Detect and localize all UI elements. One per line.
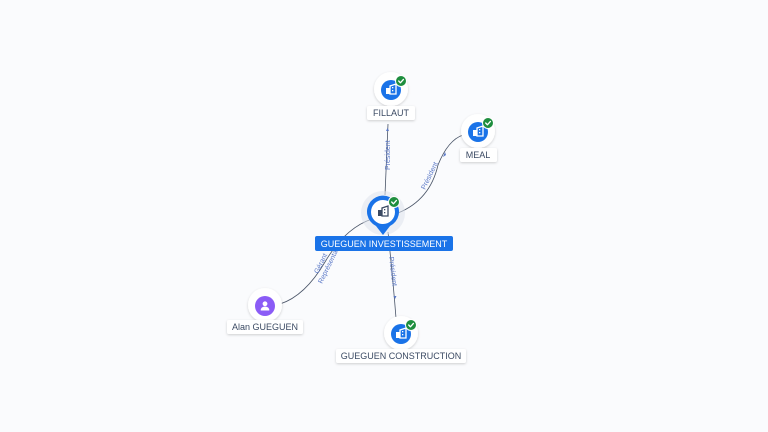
node-label-bg	[367, 106, 415, 120]
node-gueguen-construction[interactable]: GUEGUEN CONSTRUCTION	[336, 316, 466, 363]
node-label: Alan GUEGUEN	[232, 322, 298, 332]
edge-alan-center[interactable]	[279, 218, 373, 305]
node-fillaut[interactable]: FILLAUT	[367, 72, 415, 120]
verified-check-icon	[388, 196, 400, 208]
edge-center-fillaut[interactable]	[384, 123, 389, 196]
node-label-bg	[460, 148, 497, 162]
edge-label-center-construction: Président	[387, 256, 398, 286]
node-label-bg	[315, 236, 453, 251]
node-meal[interactable]: MEAL	[460, 114, 497, 162]
arrow-center-fillaut	[386, 128, 389, 131]
node-label: GUEGUEN INVESTISSEMENT	[321, 239, 448, 249]
verified-check-icon	[405, 319, 417, 331]
person-icon	[260, 301, 270, 311]
verified-check-icon	[482, 117, 494, 129]
node-label: GUEGUEN CONSTRUCTION	[341, 351, 462, 361]
node-label-bg	[227, 320, 303, 334]
node-label-bg	[336, 349, 466, 363]
arrow-center-meal	[443, 152, 446, 157]
node-gueguen-investissement[interactable]: GUEGUEN INVESTISSEMENT	[315, 191, 453, 251]
node-label: MEAL	[466, 150, 491, 160]
edge-center-meal[interactable]	[397, 134, 464, 214]
node-alan-gueguen[interactable]: Alan GUEGUEN	[227, 288, 303, 334]
node-label: FILLAUT	[373, 108, 410, 118]
arrow-center-construction	[393, 296, 397, 299]
verified-check-icon	[395, 75, 407, 87]
building-icon	[378, 205, 389, 217]
edge-label-center-fillaut: Président	[385, 140, 392, 170]
